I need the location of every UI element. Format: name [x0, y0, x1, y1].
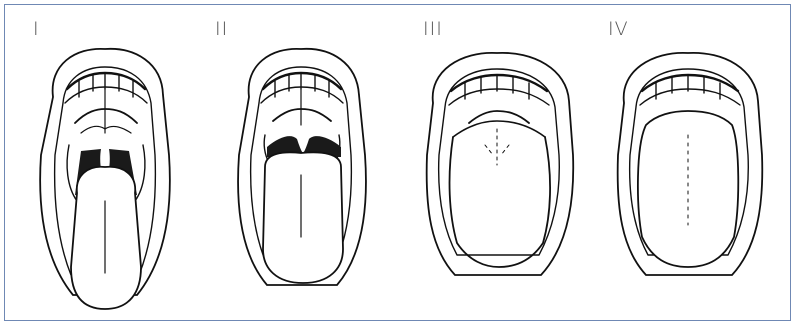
mallampati-panel-4: IV	[600, 5, 791, 321]
open-mouth-drawing-2	[205, 5, 405, 321]
tongue-outline	[71, 167, 141, 309]
mallampati-panel-1: I	[5, 5, 205, 321]
tongue-outline	[638, 111, 738, 267]
figure-frame: I	[4, 4, 791, 321]
mallampati-panel-2: II	[205, 5, 405, 321]
lips-outline	[427, 53, 574, 275]
mallampati-panel-3: III	[405, 5, 600, 321]
tongue-outline	[453, 121, 545, 137]
tongue-outline	[263, 152, 343, 283]
open-mouth-drawing-1	[5, 5, 205, 321]
open-mouth-drawing-4	[600, 5, 791, 321]
open-mouth-drawing-3	[405, 5, 600, 321]
